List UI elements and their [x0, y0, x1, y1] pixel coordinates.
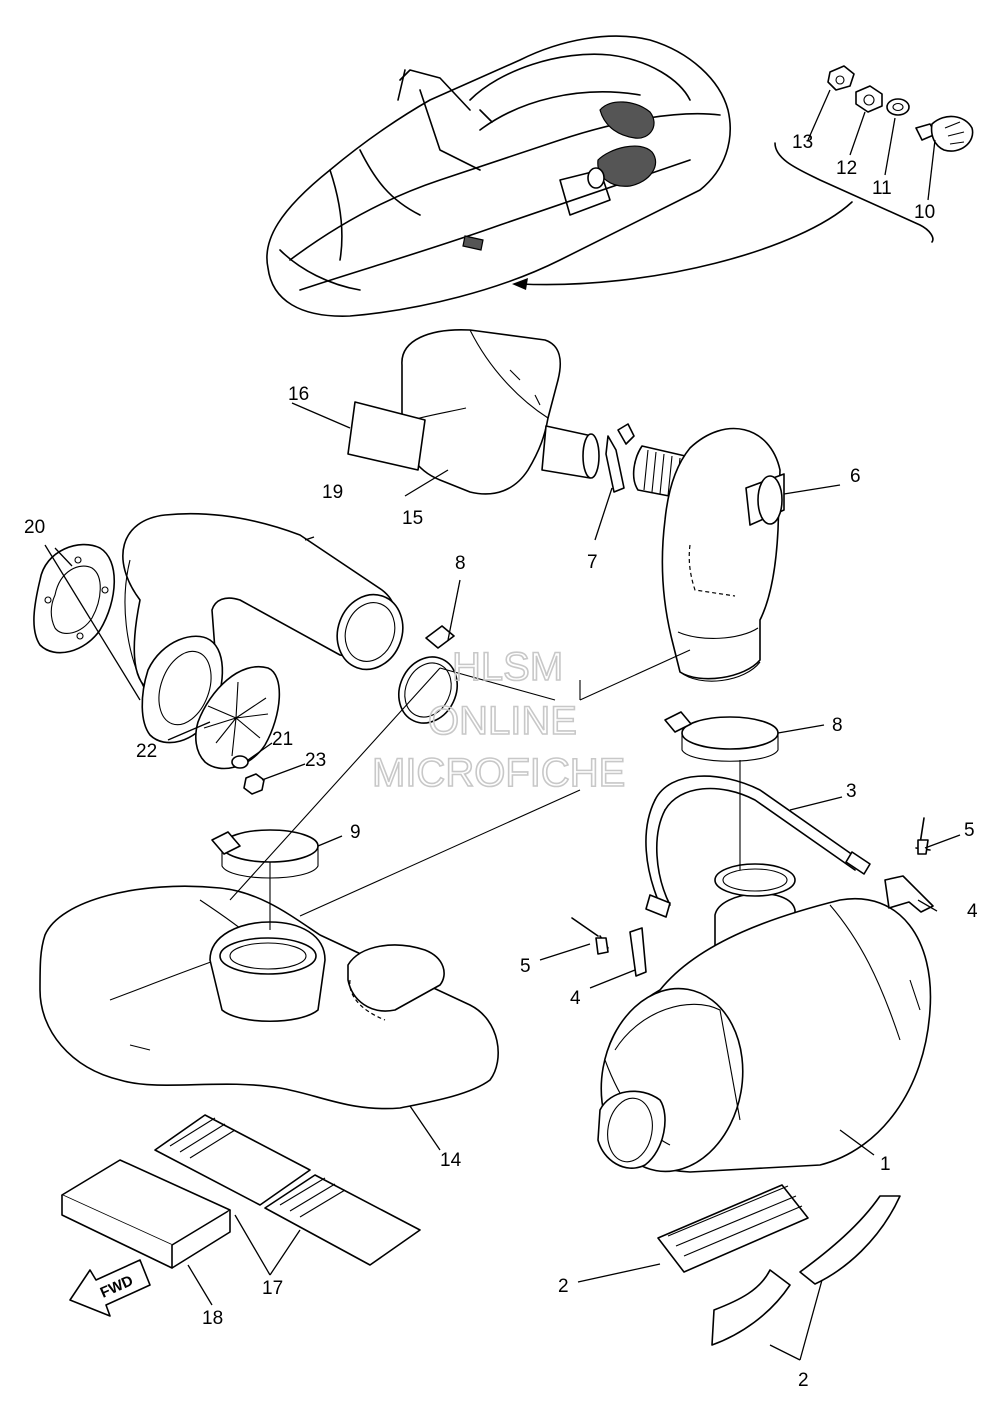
callout-5: 5 [520, 956, 531, 977]
callout-17: 17 [262, 1278, 283, 1299]
strap-and-brackets [571, 775, 934, 977]
leader-lines [44, 89, 961, 1361]
callout-numbers: 1 2 2 3 4 4 5 5 6 7 8 8 9 10 11 12 13 14… [24, 132, 978, 1391]
callout-12: 12 [836, 158, 857, 179]
callout-7: 7 [587, 552, 598, 573]
watermark: HLSM ONLINE MICROFICHE [371, 644, 626, 796]
callout-20: 20 [24, 517, 45, 538]
intake-chamber-box [39, 885, 499, 1110]
callout-5: 5 [964, 820, 975, 841]
watermark-line-2: ONLINE [428, 699, 577, 743]
silencer-muffler [597, 863, 932, 1173]
watercraft-illustration [266, 35, 731, 317]
callout-2: 2 [798, 1370, 809, 1391]
forward-arrow-icon: FWD [69, 1259, 151, 1317]
callout-6: 6 [850, 466, 861, 487]
callout-9: 9 [350, 822, 361, 843]
watermark-line-3: MICROFICHE [372, 751, 625, 795]
callout-11: 11 [872, 178, 892, 199]
callout-3: 3 [846, 781, 857, 802]
callout-1: 1 [880, 1154, 891, 1175]
drain-plug-hardware [827, 65, 974, 152]
callout-8: 8 [455, 553, 466, 574]
detail-callout-bracket [512, 142, 934, 290]
callout-8: 8 [832, 715, 843, 736]
callout-10: 10 [914, 202, 935, 223]
callout-2: 2 [558, 1276, 569, 1297]
callout-22: 22 [136, 741, 157, 762]
hose-clamps [211, 625, 779, 879]
callout-16: 16 [288, 384, 309, 405]
callout-21: 21 [272, 729, 293, 750]
intake-box-assembly [347, 329, 700, 501]
callout-14: 14 [440, 1150, 462, 1171]
callout-4: 4 [570, 988, 581, 1009]
callout-4: 4 [967, 901, 978, 922]
callout-23: 23 [305, 750, 326, 771]
intake-elbow-hose [661, 427, 785, 682]
callout-15: 15 [402, 508, 423, 529]
callout-13: 13 [792, 132, 813, 153]
foam-pads [61, 1114, 901, 1346]
callout-18: 18 [202, 1308, 223, 1329]
watermark-line-1: HLSM [452, 645, 563, 689]
callout-19: 19 [322, 482, 343, 503]
